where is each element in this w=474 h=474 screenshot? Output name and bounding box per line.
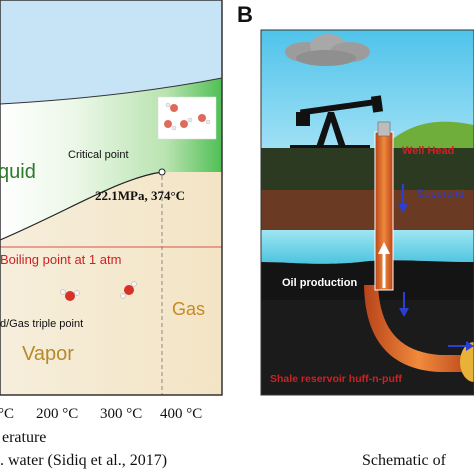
liquid-vapor-curve [0,171,163,241]
schematic-frame [260,29,474,396]
panel-letter: B [237,2,253,27]
shale-reservoir-label: Shale reservoir huff-n-puff [270,373,402,385]
well-head-label: Well Head [402,145,454,157]
horizontal-wellbore [364,285,474,372]
liquid-label: quid [0,161,36,183]
rock-layer [261,190,474,230]
vapor-label: Vapor [22,343,74,365]
x-tick-label: 300 °C [100,406,142,422]
topsoil-layer [261,148,474,190]
injection-arrow-icon [398,184,408,213]
solid-liquid-curve [0,77,223,105]
critical-point-marker [158,168,166,176]
supercritical-molecules-image [157,96,217,140]
x-tick-label: 400 °C [160,406,202,422]
gas-label: Gas [172,299,205,319]
solid-region [0,0,222,104]
injection-arrow-icon [399,292,409,317]
left-caption: . water (Sidiq et al., 2017) [0,452,167,469]
supercritical-label: Supercriti [417,188,463,200]
oil-production-label: Oil production [282,277,357,289]
vapor-molecules-image [60,281,137,301]
x-tick-label: 200 °C [36,406,78,422]
aquifer-layer [261,230,474,264]
boiling-point-label: Boiling point at 1 atm [0,252,121,267]
critical-point-label: Critical point [68,149,129,161]
right-caption: Schematic of [362,452,447,469]
fracture-arrow-icon [448,341,474,351]
cloud-icon [285,34,370,66]
phase-diagram-frame [0,0,223,396]
phase-diagram-panel: quid Critical point 22.1MPa, 374°C Boili… [0,0,223,469]
deep-rock-layer [261,260,474,300]
x-tick-label: °C [0,406,14,422]
production-arrow-icon [378,242,390,288]
x-axis-label: erature [2,429,46,446]
schematic-panel: B [237,2,474,469]
critical-value-label: 22.1MPa, 374°C [95,188,185,203]
hills [380,121,474,150]
fracture-zone [460,342,474,382]
well-casing-top [377,121,391,137]
triple-point-label: d/Gas triple point [0,318,83,330]
shale-reservoir-layer [261,300,474,395]
